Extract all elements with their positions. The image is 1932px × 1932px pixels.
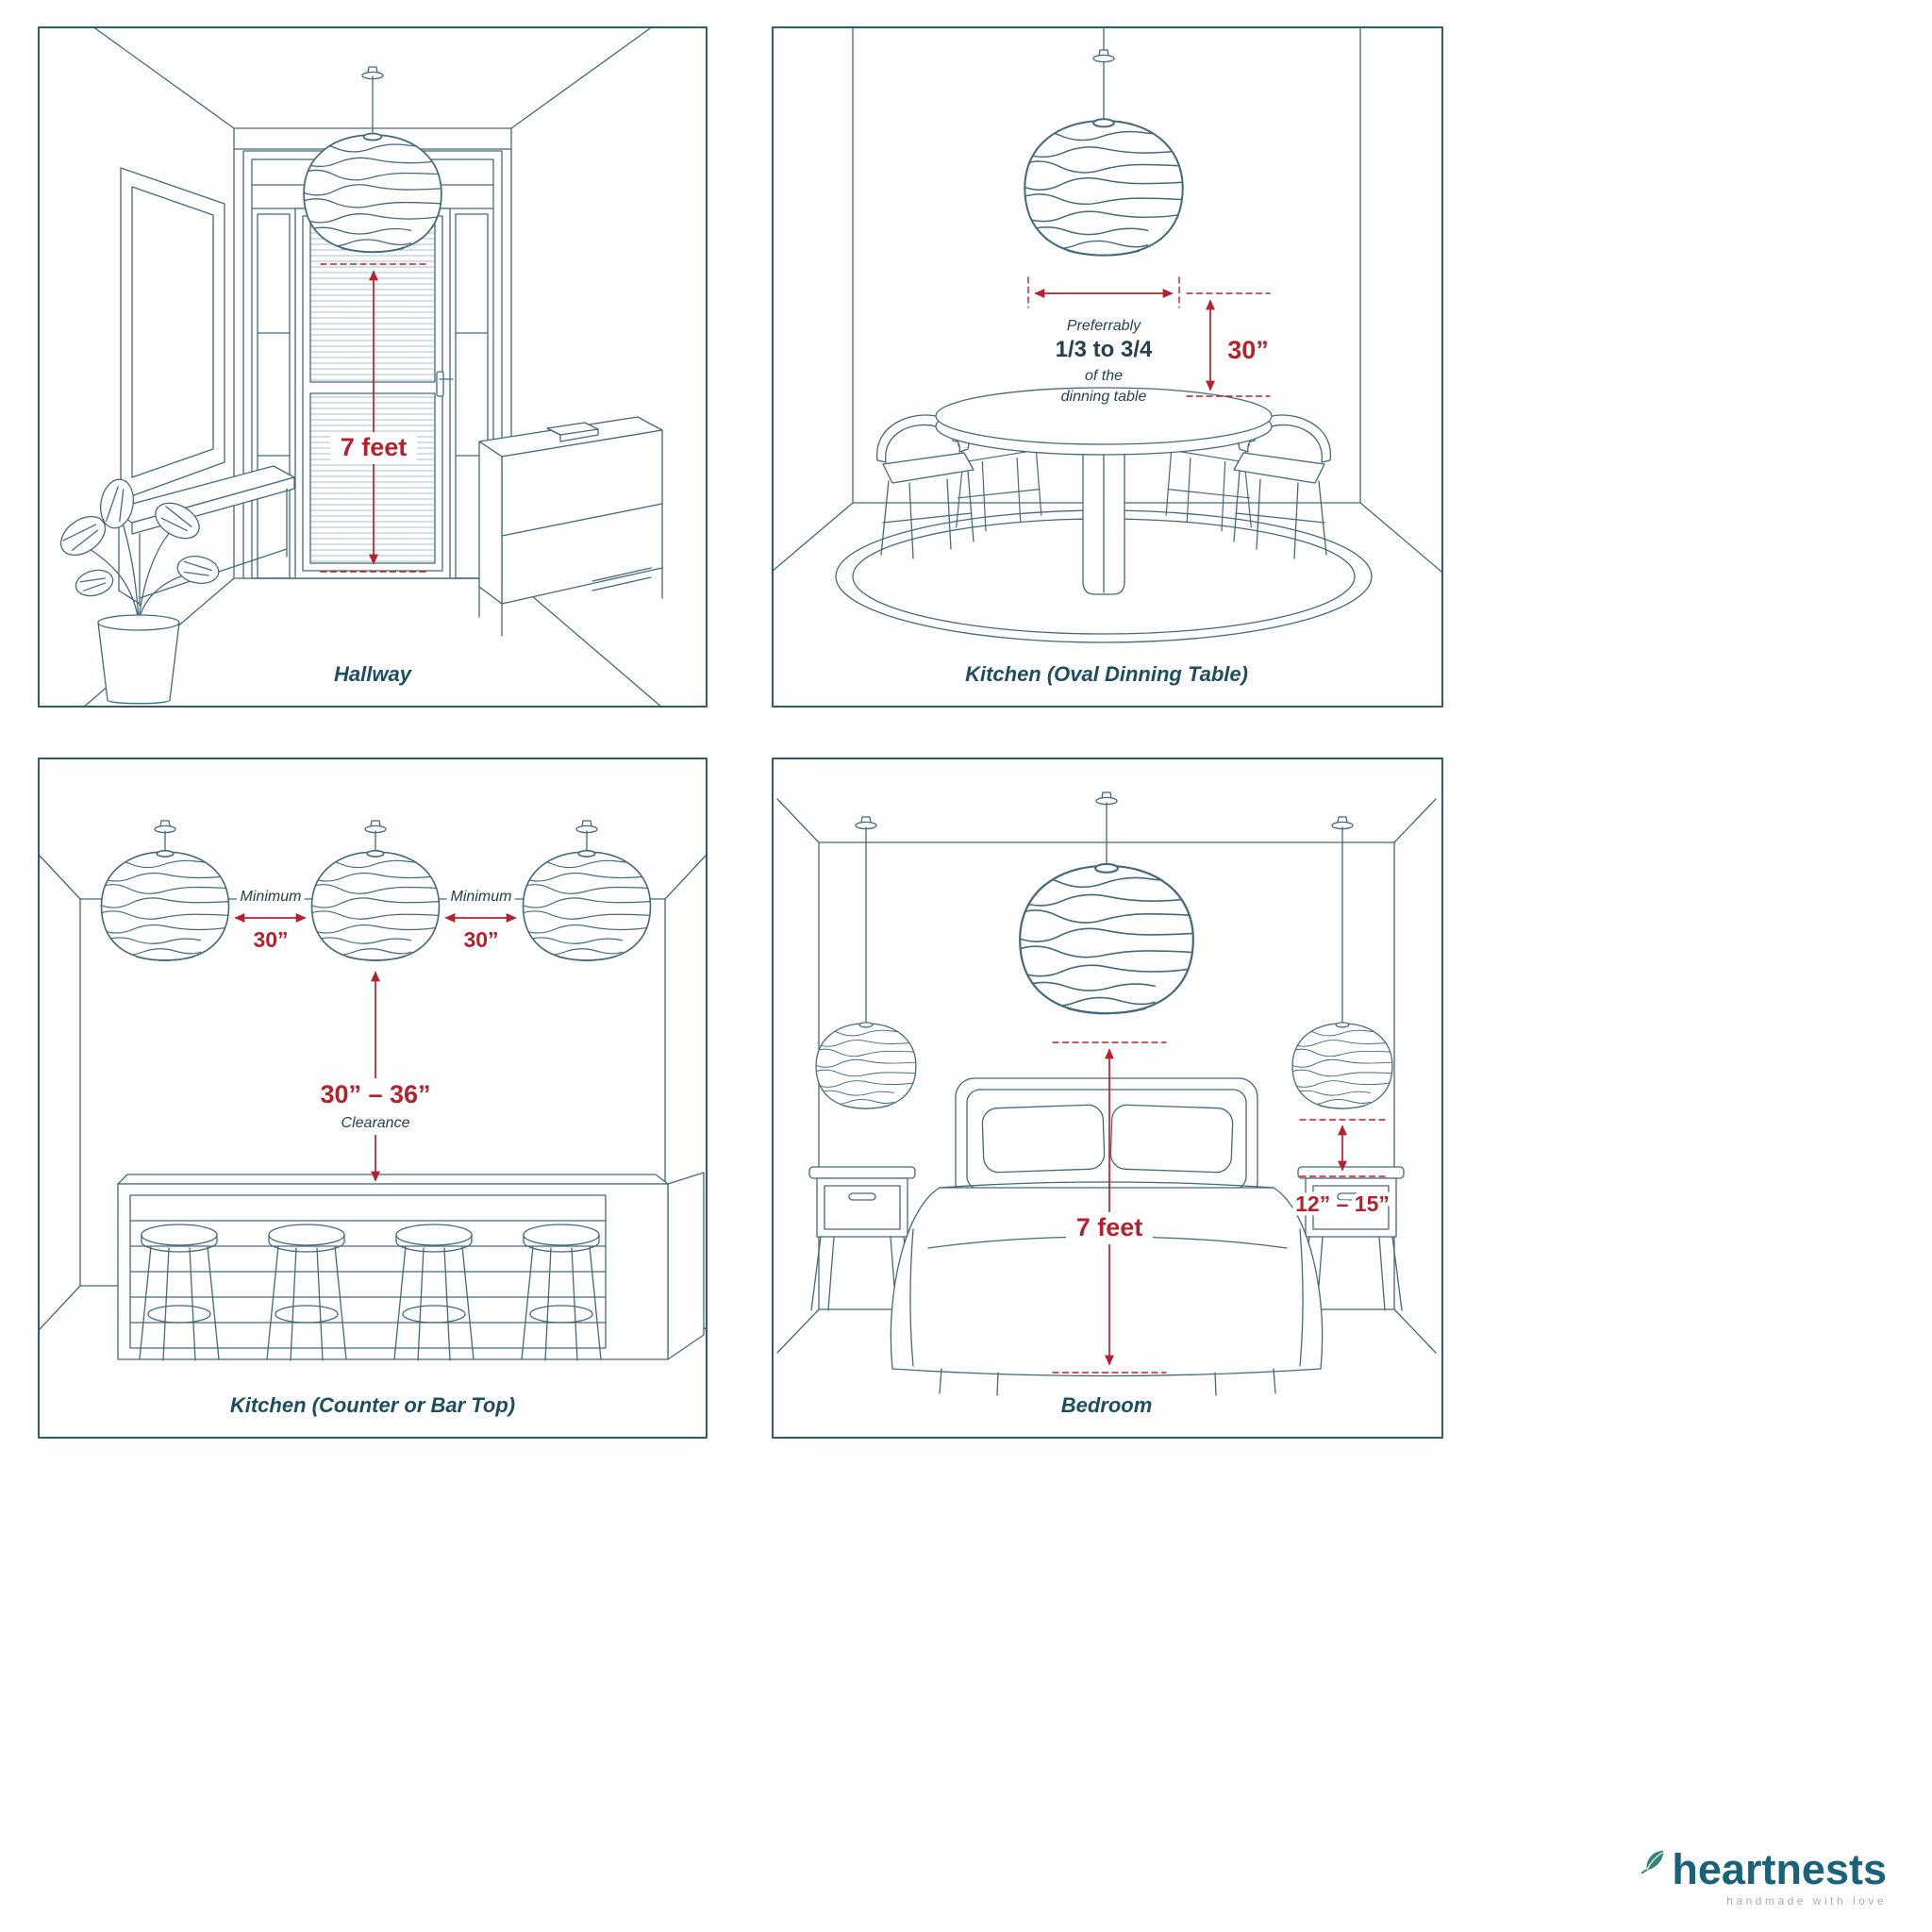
panel-border <box>772 758 1443 1439</box>
panel-hallway: 7 feet Hallway <box>38 26 708 708</box>
spacing-value: 30” <box>463 927 498 952</box>
spacing-value: 30” <box>253 927 288 952</box>
panel-border <box>772 26 1443 708</box>
potted-plant <box>59 478 220 705</box>
kitchen-counter-illustration: Minimum 30” Minimum 30” 30” – 36” Cleara… <box>38 758 708 1439</box>
panel-caption: Kitchen (Counter or Bar Top) <box>230 1393 515 1417</box>
width-note-2: 1/3 to 3/4 <box>1056 337 1153 362</box>
kitchen-room <box>772 26 1442 573</box>
pendant-lamp <box>296 66 444 252</box>
panel-caption: Bedroom <box>1061 1393 1153 1417</box>
pendant-lamp-center <box>305 820 441 960</box>
width-note-4: dinning table <box>1061 389 1147 405</box>
leaf-icon <box>1641 1850 1664 1874</box>
height-label: 7 feet <box>341 433 408 461</box>
panel-caption: Hallway <box>334 662 413 686</box>
clearance-annotation: 30” – 36” Clearance <box>316 971 435 1182</box>
spacing-label: Minimum <box>451 889 512 905</box>
brand-logo: heartnests handmade with love <box>1640 1847 1887 1907</box>
clearance-label: Clearance <box>341 1115 410 1131</box>
panel-bedroom: 7 feet 12” – 15” Bedroom <box>772 758 1443 1439</box>
brand-name: heartnests <box>1672 1845 1887 1893</box>
hallway-illustration: 7 feet Hallway <box>38 26 708 708</box>
pendant-lamp-left <box>94 820 231 960</box>
pendant-lamp <box>1016 26 1186 256</box>
height-annotation: 30” <box>1186 292 1273 397</box>
pendant-lamp-center <box>1010 791 1196 1013</box>
brand-tagline: handmade with love <box>1726 1894 1887 1907</box>
console-table <box>478 416 663 637</box>
spacing-annotation-right: Minimum 30” <box>444 885 517 957</box>
side-height-annotation: 12” – 15” <box>1291 1119 1393 1221</box>
height-annotation: 7 feet <box>1052 1041 1167 1374</box>
kitchen-oval-illustration: Preferrably 1/3 to 3/4 of the dinning ta… <box>772 26 1443 708</box>
clearance-value: 30” – 36” <box>320 1080 430 1108</box>
panel-border <box>38 758 708 1439</box>
pendant-lamp-right <box>516 820 653 960</box>
dining-table <box>935 387 1273 595</box>
panel-kitchen-counter: Minimum 30” Minimum 30” 30” – 36” Cleara… <box>38 758 708 1439</box>
bedroom-illustration: 7 feet 12” – 15” Bedroom <box>772 758 1443 1439</box>
label-bg <box>330 432 417 464</box>
width-note-1: Preferrably <box>1067 318 1141 334</box>
pendant-lamp-right <box>1287 816 1394 1108</box>
label-bg <box>321 1078 430 1135</box>
door-handle <box>436 371 454 397</box>
label-bg <box>1066 1212 1153 1244</box>
height-label: 7 feet <box>1076 1213 1143 1241</box>
width-annotation: Preferrably 1/3 to 3/4 of the dinning ta… <box>1027 276 1180 405</box>
height-label: 30” <box>1227 336 1269 364</box>
panel-caption: Kitchen (Oval Dinning Table) <box>965 662 1248 686</box>
bar-counter <box>117 1172 705 1360</box>
window <box>120 167 225 501</box>
pendant-lamp-left <box>810 816 918 1108</box>
panel-border <box>38 26 708 708</box>
side-height-label: 12” – 15” <box>1295 1191 1390 1216</box>
panel-kitchen-oval: Preferrably 1/3 to 3/4 of the dinning ta… <box>772 26 1443 708</box>
width-note-3: of the <box>1085 368 1123 384</box>
spacing-annotation-left: Minimum 30” <box>234 885 307 957</box>
height-annotation: 7 feet <box>320 263 427 573</box>
spacing-label: Minimum <box>241 889 302 905</box>
